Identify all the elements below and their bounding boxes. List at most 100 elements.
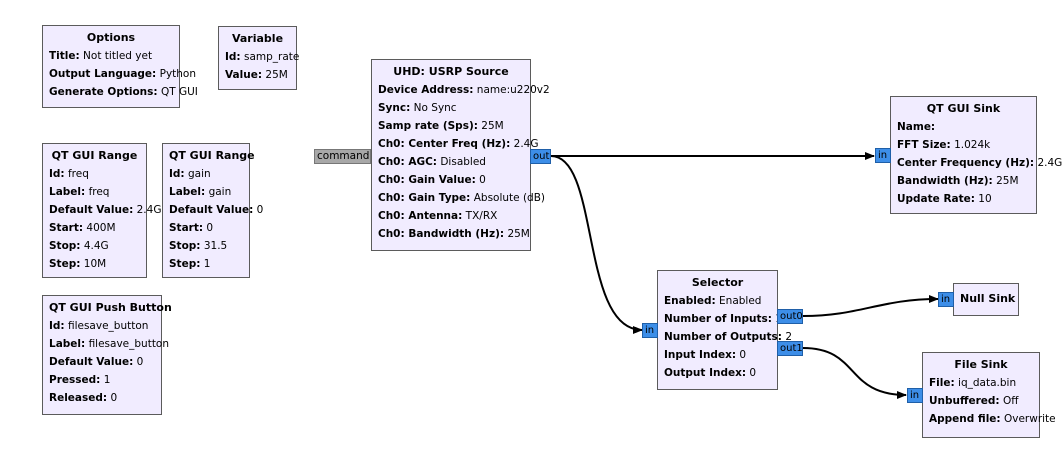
param-key: Output Index: <box>664 367 747 379</box>
param-row: Sync: No Sync <box>378 99 524 117</box>
param-key: FFT Size: <box>897 139 951 151</box>
param-key: Sync: <box>378 102 411 114</box>
param-value: No Sync <box>413 102 457 114</box>
param-key: Samp rate (Sps): <box>378 120 478 132</box>
param-row: Ch0: Gain Value: 0 <box>378 171 524 189</box>
param-value: name:u220v2 <box>476 84 550 96</box>
param-value: 25M <box>265 69 288 81</box>
param-key: Id: <box>49 168 65 180</box>
wire-selector-out1-to-filesink[interactable] <box>802 347 907 399</box>
null-sink-block[interactable]: Null Sink <box>953 283 1019 316</box>
param-key: Append file: <box>929 413 1001 425</box>
param-value: gain <box>208 186 232 198</box>
param-key: Ch0: AGC: <box>378 156 437 168</box>
param-value: 25M <box>507 228 530 240</box>
param-key: Default Value: <box>49 204 134 216</box>
param-row: Output Index: 0 <box>664 364 771 382</box>
param-row: Start: 0 <box>169 219 243 237</box>
param-value: 25M <box>996 175 1019 187</box>
param-key: Enabled: <box>664 295 716 307</box>
param-key: Device Address: <box>378 84 474 96</box>
param-key: Label: <box>49 338 86 350</box>
variable-block[interactable]: Variable Id: samp_rate Value: 25M <box>218 26 300 90</box>
param-key: Input Index: <box>664 349 737 361</box>
usrp-source-block[interactable]: UHD: USRP Source Device Address: name:u2… <box>371 59 550 251</box>
param-value: gain <box>187 168 211 180</box>
param-value: 2.4G <box>513 138 539 150</box>
param-row: Append file: Overwrite <box>929 410 1056 428</box>
param-row: Number of Outputs: 2 <box>664 328 792 346</box>
param-value: 4.4G <box>83 240 109 252</box>
param-row: Id: freq <box>49 165 140 183</box>
param-row: Value: 25M <box>225 66 290 84</box>
param-value: samp_rate <box>243 51 300 63</box>
param-row: Ch0: Center Freq (Hz): 2.4G <box>378 135 538 153</box>
param-value: 0 <box>479 174 486 186</box>
param-key: Ch0: Center Freq (Hz): <box>378 138 511 150</box>
param-value: 0 <box>739 349 747 361</box>
param-key: Ch0: Antenna: <box>378 210 463 222</box>
param-value: 2.4G <box>1037 157 1063 169</box>
param-value: 2.4G <box>136 204 162 216</box>
param-row: Default Value: 0 <box>49 353 155 371</box>
param-value: iq_data.bin <box>958 377 1017 389</box>
qt-gui-sink-block[interactable]: QT GUI Sink Name: FFT Size: 1.024k Cente… <box>890 96 1062 214</box>
qt-gui-push-button-block[interactable]: QT GUI Push Button Id: filesave_button L… <box>42 295 172 415</box>
param-value: freq <box>88 186 110 198</box>
param-key: Label: <box>169 186 206 198</box>
qt-gui-range-freq-block[interactable]: QT GUI Range Id: freq Label: freq Defaul… <box>42 143 161 278</box>
param-value: 0 <box>136 356 144 368</box>
param-key: Id: <box>225 51 241 63</box>
param-row: Enabled: Enabled <box>664 292 771 310</box>
param-key: Number of Outputs: <box>664 331 782 343</box>
usrp-command-port[interactable]: command <box>314 149 371 164</box>
param-key: Start: <box>169 222 204 234</box>
block-title: QT GUI Sink <box>926 102 1001 115</box>
param-row: Ch0: Gain Type: Absolute (dB) <box>378 189 545 207</box>
selector-in-port[interactable]: in <box>642 323 658 338</box>
param-row: Output Language: Python <box>49 65 196 83</box>
param-row: Pressed: 1 <box>49 371 155 389</box>
param-value: 0 <box>206 222 214 234</box>
param-key: Start: <box>49 222 84 234</box>
param-value: 1 <box>203 258 211 270</box>
block-title: QT GUI Push Button <box>49 301 172 314</box>
block-title: Options <box>86 31 136 44</box>
block-title: Selector <box>691 276 744 289</box>
param-key: Pressed: <box>49 374 101 386</box>
param-value: Overwrite <box>1003 413 1056 425</box>
selector-block[interactable]: Selector Enabled: Enabled Number of Inpu… <box>657 270 792 390</box>
param-key: Stop: <box>169 240 201 252</box>
param-row: Center Frequency (Hz): 2.4G <box>897 154 1062 172</box>
block-title: File Sink <box>954 358 1008 371</box>
param-key: Ch0: Gain Type: <box>378 192 471 204</box>
wire-selector-out0-to-nullsink[interactable] <box>802 295 939 317</box>
param-row: Ch0: Bandwidth (Hz): 25M <box>378 225 530 243</box>
usrp-out-port[interactable]: out <box>530 149 551 164</box>
param-key: Value: <box>225 69 263 81</box>
param-value: Off <box>1002 395 1019 407</box>
param-key: Title: <box>49 50 80 62</box>
qt-gui-range-gain-block[interactable]: QT GUI Range Id: gain Label: gain Defaul… <box>162 143 263 278</box>
param-key: Default Value: <box>49 356 134 368</box>
param-value: Python <box>159 68 197 80</box>
param-value: 2 <box>785 331 793 343</box>
param-value: 0 <box>110 392 118 404</box>
selector-out0-port[interactable]: out0 <box>777 309 803 324</box>
param-value: Absolute (dB) <box>473 192 546 204</box>
options-block[interactable]: Options Title: Not titled yet Output Lan… <box>42 25 198 108</box>
param-row: Stop: 4.4G <box>49 237 140 255</box>
file-sink-in-port[interactable]: in <box>907 388 923 403</box>
selector-out1-port[interactable]: out1 <box>777 341 803 356</box>
param-key: Unbuffered: <box>929 395 1000 407</box>
param-row: Name: <box>897 118 1030 136</box>
block-title: UHD: USRP Source <box>393 65 509 78</box>
wire-usrp-to-selector[interactable] <box>550 155 643 334</box>
qt-gui-sink-in-port[interactable]: in <box>875 148 891 163</box>
null-sink-in-port[interactable]: in <box>938 292 954 307</box>
param-value: 31.5 <box>203 240 228 252</box>
param-value: 0 <box>749 367 757 379</box>
param-key: Step: <box>49 258 81 270</box>
file-sink-block[interactable]: File Sink File: iq_data.bin Unbuffered: … <box>922 352 1056 438</box>
